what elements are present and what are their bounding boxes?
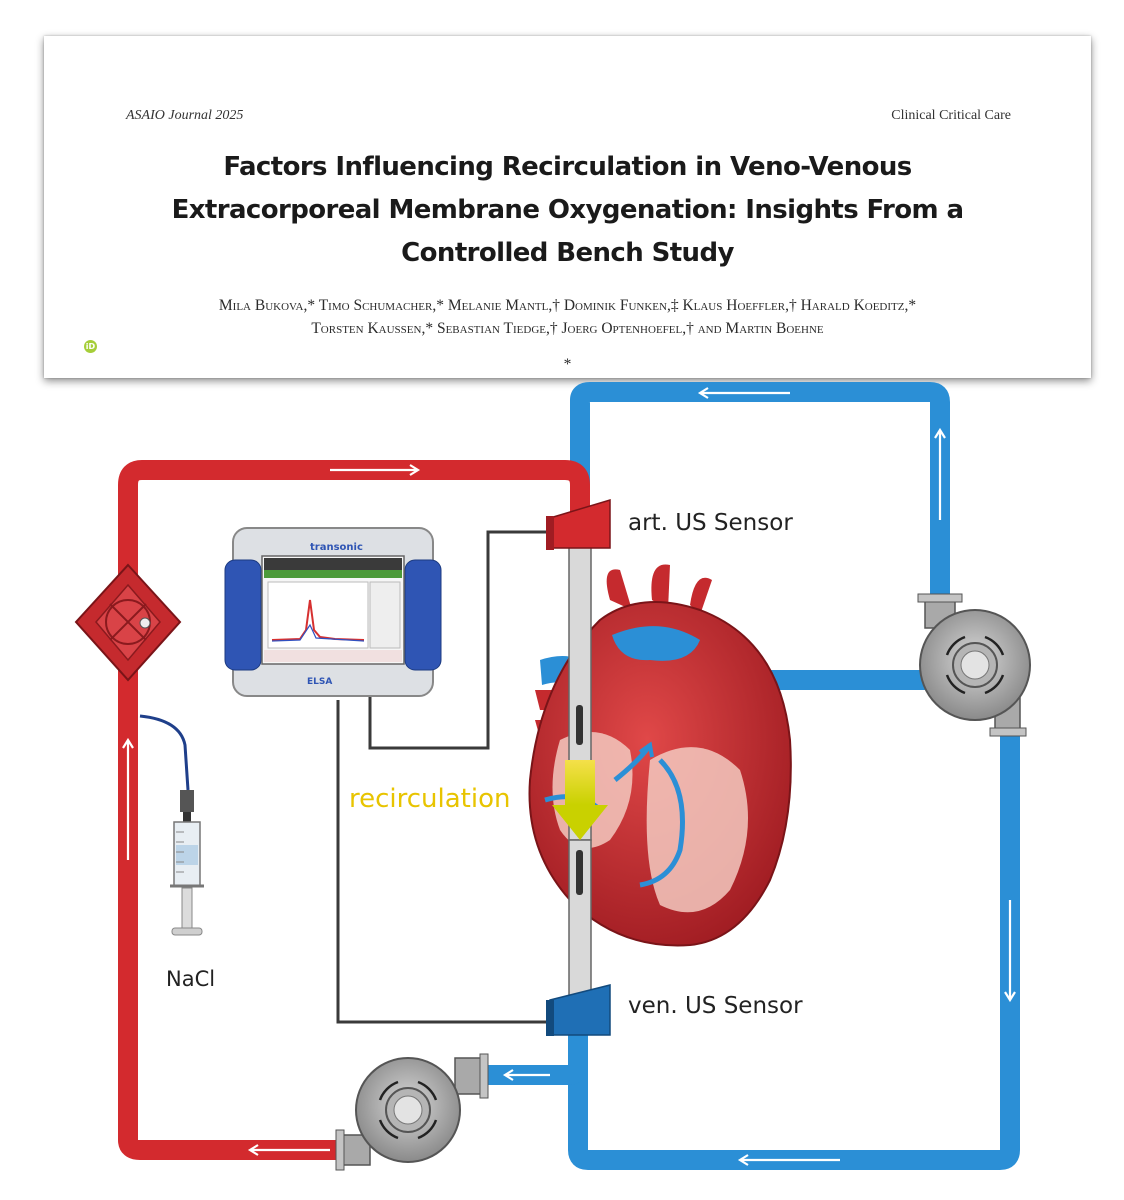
title-line: Factors Influencing Recirculation in Ven… — [223, 152, 912, 182]
arrow-right-up — [934, 427, 946, 520]
author-line: Mila Bukova,* Timo Schumacher,* Melanie … — [218, 297, 917, 314]
paper-title: Factors Influencing Recirculation in Ven… — [104, 146, 1031, 275]
elsa-monitor[interactable]: transonic ELSA — [224, 527, 442, 697]
monitor-cables — [336, 530, 550, 1024]
title-line: Extracorporeal Membrane Oxygenation: Ins… — [171, 195, 964, 225]
nacl-label: NaCl — [166, 967, 216, 991]
oxygenator[interactable] — [74, 563, 182, 682]
nacl-syringe[interactable] — [139, 714, 204, 936]
art-us-sensor[interactable] — [546, 498, 611, 550]
title-line: Controlled Bench Study — [401, 238, 734, 268]
paper-header: ASAIO Journal 2025 Clinical Critical Car… — [44, 36, 1091, 378]
arrow-bottom-left — [737, 1154, 840, 1166]
monitor-brand: transonic — [310, 542, 363, 553]
ven-us-sensor[interactable] — [546, 984, 611, 1036]
ven-sensor-label: ven. US Sensor — [628, 993, 803, 1019]
arrow-right-down — [1004, 900, 1016, 1003]
flow-arrows — [122, 387, 1016, 1166]
arrow-venous-drain — [502, 1069, 550, 1081]
arterial-tubing — [118, 460, 590, 1160]
author-suffix: * — [563, 356, 572, 373]
bottom-pump[interactable] — [335, 1053, 489, 1171]
author-line: Torsten Kaussen,* Sebastian Tiedge,† Joe… — [84, 317, 1051, 376]
arrow-red-left-up — [122, 737, 134, 860]
arrow-red-bottom — [247, 1144, 330, 1156]
art-sensor-label: art. US Sensor — [628, 510, 793, 536]
recirculation-label: recirculation — [349, 784, 511, 814]
author-line-text: Torsten Kaussen,* Sebastian Tiedge,† Joe… — [311, 320, 824, 337]
section-name: Clinical Critical Care — [891, 108, 1011, 123]
recirculation-arrow — [552, 760, 608, 840]
right-pump[interactable] — [917, 593, 1031, 737]
arrow-top-left — [697, 387, 790, 399]
orcid-icon[interactable]: iD — [84, 340, 97, 353]
journal-name: ASAIO Journal 2025 — [126, 108, 244, 123]
monitor-model: ELSA — [307, 677, 332, 687]
author-list: Mila Bukova,* Timo Schumacher,* Melanie … — [84, 294, 1051, 376]
arrow-red-top — [330, 464, 421, 476]
